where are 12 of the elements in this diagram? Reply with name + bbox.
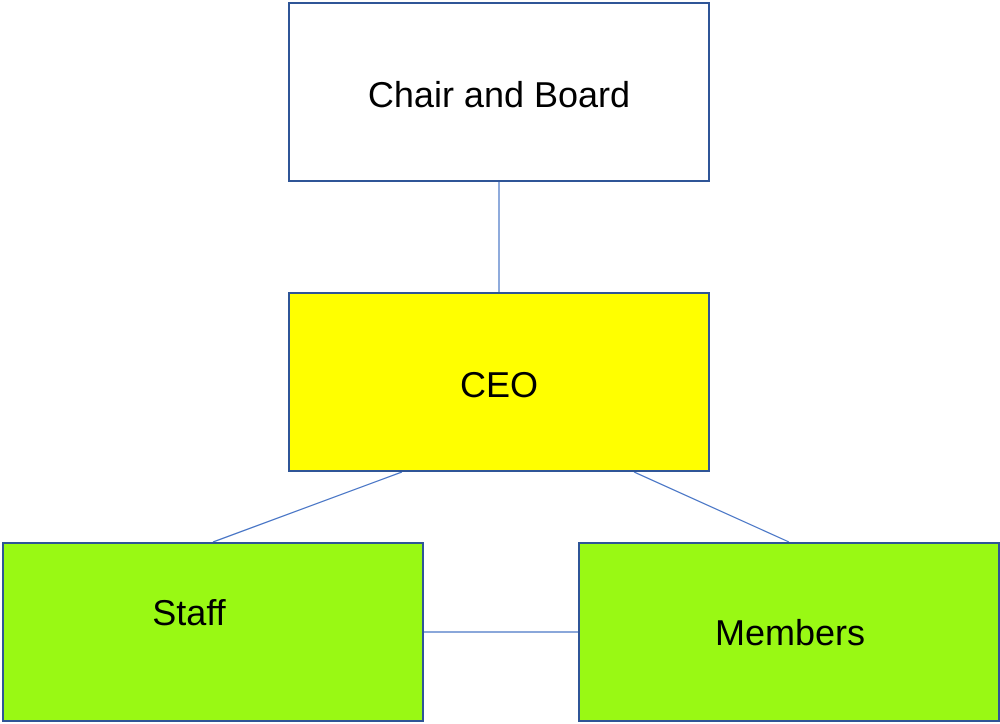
connector-line (498, 182, 500, 292)
org-box (288, 2, 710, 182)
org-box (578, 542, 1000, 722)
box-label: Chair and Board (368, 74, 630, 116)
box-label: CEO (460, 364, 538, 406)
connector-line (212, 471, 402, 543)
box-label: Staff (152, 592, 226, 634)
org-box (2, 542, 424, 722)
connector-line (424, 631, 578, 633)
connector-line (634, 471, 790, 543)
org-box (288, 292, 710, 472)
box-label: Members (714, 612, 866, 654)
